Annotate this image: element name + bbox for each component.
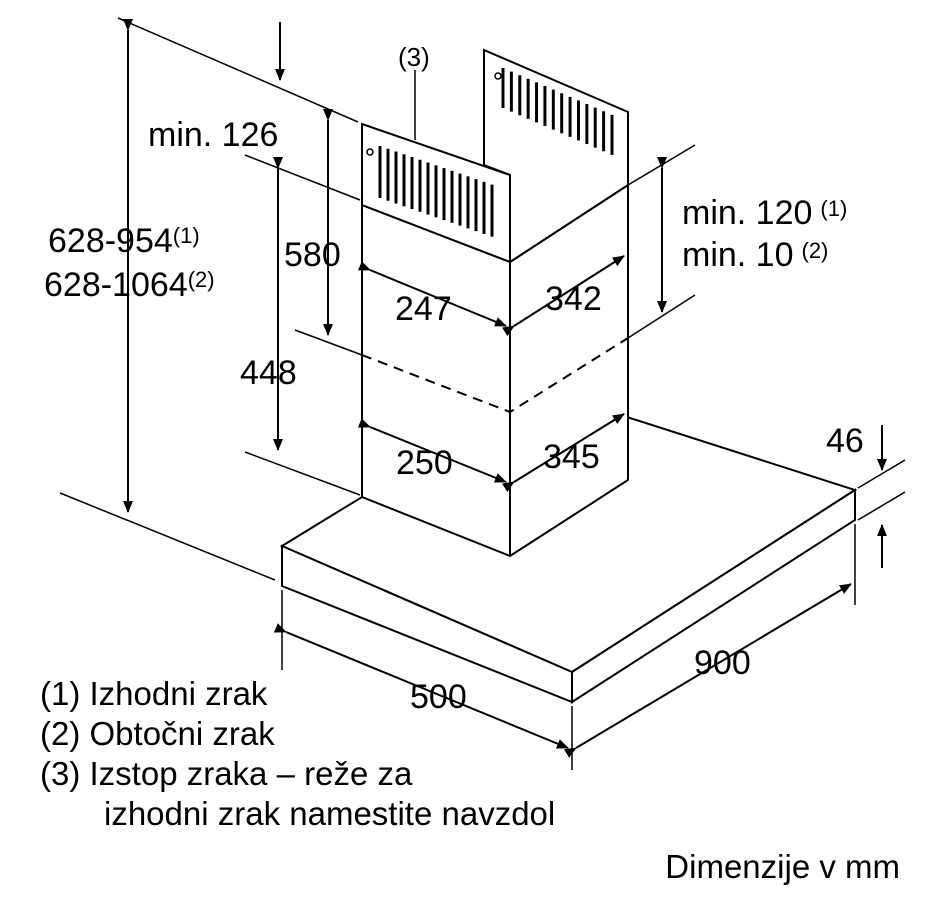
dim-total-height-1: 628-954(1) xyxy=(48,222,200,260)
dim-min-120: min. 120(1) xyxy=(682,194,847,232)
outlet-note: (3) xyxy=(398,42,430,72)
legend-item-outlet: (3) Izstop zraka – reže za xyxy=(40,755,413,792)
dim-total-height-2: 628-1064(2) xyxy=(44,266,215,304)
dim-250: 250 xyxy=(396,444,453,482)
dim-247: 247 xyxy=(395,290,452,328)
dim-580: 580 xyxy=(284,236,341,274)
legend: (1) Izhodni zrak (2) Obtočni zrak (3) Iz… xyxy=(40,674,555,834)
legend-item-outlet-cont: izhodni zrak namestite navzdol xyxy=(104,795,556,832)
legend-item-exhaust: (1) Izhodni zrak xyxy=(40,675,268,712)
legend-item-recirculation: (2) Obtočni zrak xyxy=(40,715,275,752)
air-slots-front xyxy=(378,146,494,237)
dim-342: 342 xyxy=(545,280,602,318)
dim-46: 46 xyxy=(826,422,864,460)
dim-500: 500 xyxy=(410,678,467,716)
dim-448: 448 xyxy=(240,354,297,392)
units-note: Dimenzije v mm xyxy=(665,848,900,885)
air-slots-back xyxy=(501,68,614,155)
dimension-arrows xyxy=(123,19,887,758)
dim-min-126: min. 126 xyxy=(148,116,278,154)
dim-345: 345 xyxy=(543,438,600,476)
dim-900: 900 xyxy=(694,644,751,682)
dim-min-10: min. 10(2) xyxy=(682,236,828,274)
